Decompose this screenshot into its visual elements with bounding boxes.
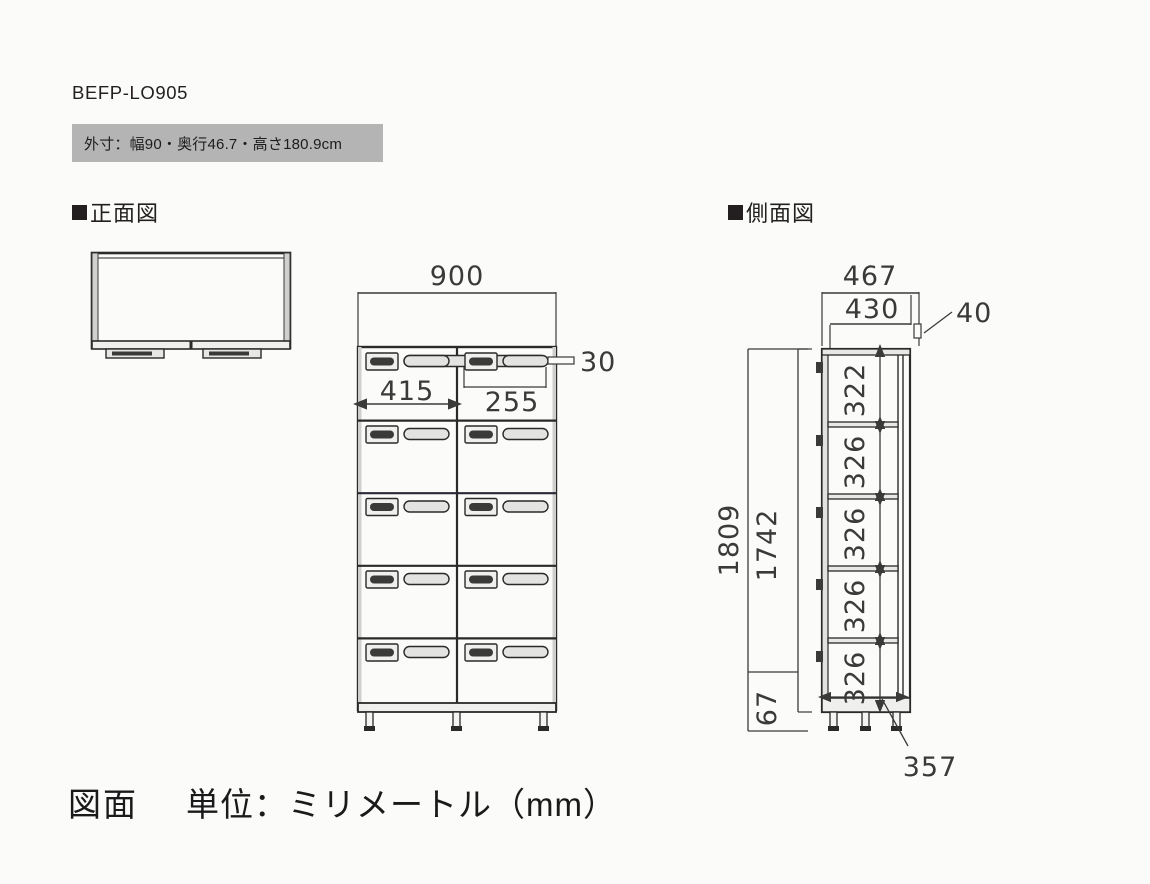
dim-width-900: 900 <box>357 261 557 346</box>
dim-326d-label: 326 <box>840 651 871 706</box>
front-view-heading-label: 正面図 <box>90 201 160 226</box>
dim-40-label: 40 <box>956 298 992 329</box>
bullet-square-icon <box>72 204 87 220</box>
adjustable-foot <box>860 711 871 731</box>
side-lock-nib <box>816 362 823 373</box>
dim-height-1809: 1809 <box>714 348 808 732</box>
side-view-heading-label: 側面図 <box>746 201 816 226</box>
locker-door-hardware <box>365 425 450 444</box>
dim-body-430: 430 <box>829 294 912 349</box>
dim-326b-label: 326 <box>840 507 871 562</box>
dim-430-label: 430 <box>845 294 900 325</box>
dim-1742-label: 1742 <box>752 509 783 582</box>
dim-cell-326-b: 326 <box>840 488 886 578</box>
dim-handle-30: 30 <box>547 347 616 378</box>
dim-326c-label: 326 <box>840 579 871 634</box>
dim-326a-label: 326 <box>840 435 871 490</box>
dim-322-label: 322 <box>840 363 871 418</box>
side-view-heading: 側面図 <box>728 196 815 228</box>
locker-door-hardware <box>464 643 549 662</box>
locker-door-hardware <box>464 570 549 589</box>
locker-door-hardware <box>464 497 549 517</box>
dim-67-label: 67 <box>752 690 783 726</box>
footer-drawing-label: 図面 <box>68 786 138 823</box>
plan-lock-left <box>105 348 165 359</box>
adjustable-foot <box>538 711 549 731</box>
dim-467-label: 467 <box>843 261 898 292</box>
locker-door-hardware <box>365 497 450 517</box>
side-lock-nib <box>816 651 823 662</box>
plan-lock-right <box>202 348 262 359</box>
locker-door-hardware <box>365 352 547 371</box>
dim-cell-326-d: 326 <box>840 632 886 713</box>
locker-door-hardware <box>464 425 549 444</box>
side-elevation: 467 430 40 1809 <box>714 261 992 783</box>
adjustable-foot <box>891 711 902 731</box>
locker-door-hardware <box>365 570 450 589</box>
locker-door-hardware <box>365 643 450 662</box>
footer: 図面 単位：ミリメートル（mm） <box>68 778 617 826</box>
spec-badge: 外寸：幅90・奥行46.7・高さ180.9cm <box>72 124 383 162</box>
front-elevation: 900 <box>353 261 616 731</box>
footer-units-label: 単位：ミリメートル（mm） <box>186 786 617 823</box>
dim-depth-467: 467 <box>821 261 920 346</box>
adjustable-foot <box>828 711 839 731</box>
plan-view <box>90 251 292 359</box>
dim-415-label: 415 <box>380 376 435 407</box>
front-view-heading: 正面図 <box>72 196 159 228</box>
adjustable-foot <box>451 711 462 731</box>
bullet-square-icon <box>728 204 743 220</box>
dim-gap-40: 40 <box>913 298 992 339</box>
dim-base-67: 67 <box>748 671 798 726</box>
dim-door-415: 415 <box>353 376 462 410</box>
dim-body-1742: 1742 <box>752 348 812 713</box>
side-lock-nib <box>816 435 823 446</box>
dim-357-label: 357 <box>903 752 958 783</box>
dim-shelf-357: 357 <box>818 691 958 783</box>
dim-255-label: 255 <box>485 387 540 418</box>
dim-30-label: 30 <box>580 347 616 378</box>
spec-badge-label: 外寸：幅90・奥行46.7・高さ180.9cm <box>84 135 343 153</box>
dim-inner-255: 255 <box>463 367 547 418</box>
adjustable-foot <box>364 711 375 731</box>
dim-cell-326-c: 326 <box>840 560 886 650</box>
dim-cell-322: 322 <box>840 344 886 434</box>
side-lock-nib <box>816 579 823 590</box>
page-title: BEFP-LO905 <box>72 82 189 103</box>
dim-900-label: 900 <box>430 261 485 292</box>
dim-cell-326-a: 326 <box>840 416 886 506</box>
side-lock-nib <box>816 507 823 518</box>
dim-1809-label: 1809 <box>714 504 745 577</box>
locker-door-hardware <box>464 352 549 371</box>
